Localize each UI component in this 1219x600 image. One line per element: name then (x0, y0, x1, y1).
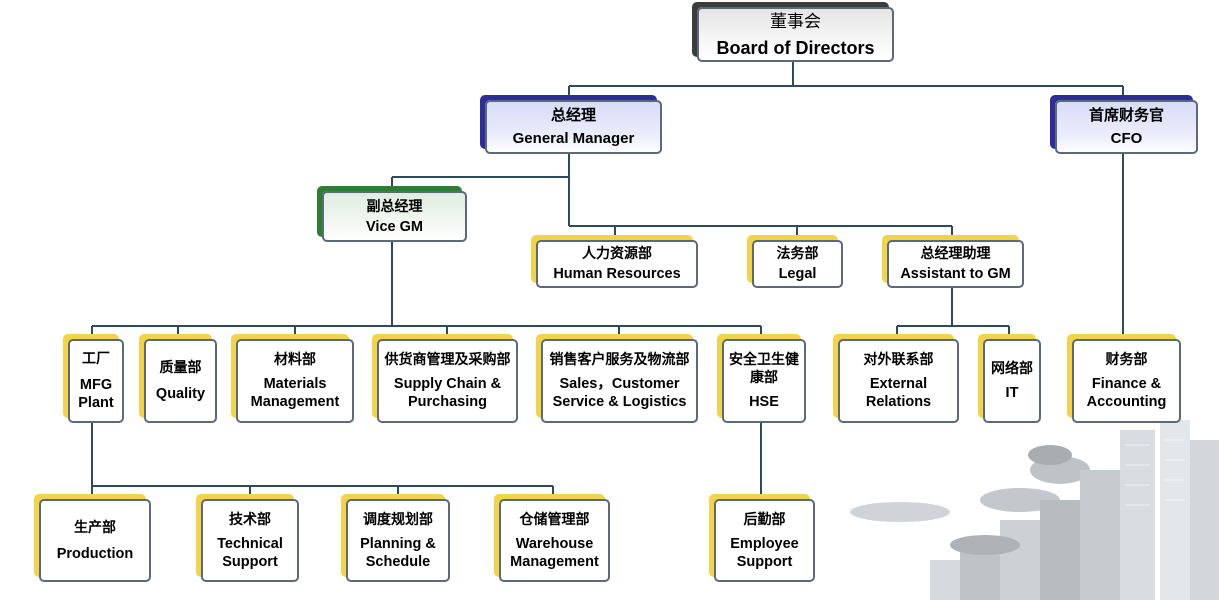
external-zh-label: 对外联系部 (863, 352, 934, 368)
cfo-en-label: CFO (1110, 130, 1143, 147)
vice-gm-box: 副总经理 Vice GM (322, 191, 467, 242)
planning-schedule-box: 调度规划部 Planning & Schedule (346, 499, 450, 582)
legal-en-label: Legal (778, 266, 817, 282)
agm-zh-label: 总经理助理 (920, 246, 991, 262)
connector-vgm (91, 241, 762, 339)
cfo-zh-label: 首席财务官 (1088, 106, 1164, 124)
mfg-en-label: MFG Plant (78, 377, 114, 411)
finance-zh-label: 财务部 (1105, 352, 1148, 368)
connector-agm (896, 288, 1010, 339)
warehouse-management-box: 仓储管理部 Warehouse Management (499, 499, 610, 582)
hr-zh-label: 人力资源部 (582, 246, 652, 262)
technical-support-box: 技术部 Technical Support (201, 499, 299, 582)
general-manager-box: 总经理 General Manager (485, 100, 662, 154)
materials-management-box: 材料部 Materials Management (236, 339, 354, 423)
production-en-label: Production (56, 545, 134, 562)
warehouse-zh-label: 仓储管理部 (519, 511, 590, 528)
supply-zh-label: 供货商管理及采购部 (384, 352, 511, 368)
vgm-zh-label: 副总经理 (366, 198, 423, 215)
hse-en-label: HSE (749, 394, 779, 410)
it-box: 网络部 IT (983, 339, 1041, 423)
it-zh-label: 网络部 (991, 361, 1033, 377)
cfo-box: 首席财务官 CFO (1055, 100, 1198, 154)
hse-zh-label: 安全卫生健康部 (729, 352, 799, 386)
materials-zh-label: 材料部 (274, 352, 316, 368)
board-zh-label: 董事会 (770, 11, 821, 32)
sales-logistics-box: 销售客户服务及物流部 Sales，Customer Service & Logi… (541, 339, 698, 423)
it-en-label: IT (1005, 385, 1019, 401)
technical-en-label: Technical Support (217, 535, 283, 570)
technical-zh-label: 技术部 (229, 511, 271, 528)
connector-board (568, 60, 1124, 100)
gm-zh-label: 总经理 (550, 106, 596, 124)
gm-en-label: General Manager (512, 130, 635, 147)
connector-gm (391, 153, 953, 240)
materials-en-label: Materials Management (250, 376, 340, 410)
board-en-label: Board of Directors (716, 37, 875, 58)
employee-zh-label: 后勤部 (743, 511, 786, 528)
legal-zh-label: 法务部 (776, 246, 819, 262)
external-relations-box: 对外联系部 External Relations (838, 339, 959, 423)
external-en-label: External Relations (865, 376, 932, 410)
assistant-to-gm-box: 总经理助理 Assistant to GM (887, 240, 1024, 288)
finance-accounting-box: 财务部 Finance & Accounting (1072, 339, 1181, 423)
planning-zh-label: 调度规划部 (363, 511, 433, 528)
sales-en-label: Sales，Customer Service & Logistics (552, 376, 687, 410)
mfg-zh-label: 工厂 (82, 351, 110, 367)
legal-box: 法务部 Legal (752, 240, 843, 288)
production-zh-label: 生产部 (74, 519, 116, 536)
sales-zh-label: 销售客户服务及物流部 (549, 352, 690, 368)
production-box: 生产部 Production (39, 499, 151, 582)
hse-box: 安全卫生健康部 HSE (722, 339, 806, 423)
planning-en-label: Planning & Schedule (360, 535, 436, 570)
mfg-plant-box: 工厂 MFG Plant (68, 339, 124, 423)
finance-en-label: Finance & Accounting (1086, 376, 1167, 410)
vgm-en-label: Vice GM (366, 218, 423, 235)
warehouse-en-label: Warehouse Management (510, 535, 599, 570)
supply-en-label: Supply Chain & Purchasing (393, 376, 502, 410)
quality-en-label: Quality (155, 386, 206, 402)
connector-mfg (91, 422, 554, 499)
supply-chain-box: 供货商管理及采购部 Supply Chain & Purchasing (377, 339, 518, 423)
human-resources-box: 人力资源部 Human Resources (536, 240, 698, 288)
quality-box: 质量部 Quality (144, 339, 217, 423)
hr-en-label: Human Resources (553, 266, 681, 282)
employee-support-box: 后勤部 Employee Support (714, 499, 815, 582)
board-of-directors-box: 董事会 Board of Directors (697, 7, 894, 62)
quality-zh-label: 质量部 (159, 360, 202, 376)
agm-en-label: Assistant to GM (900, 266, 1011, 282)
employee-en-label: Employee Support (730, 535, 799, 570)
